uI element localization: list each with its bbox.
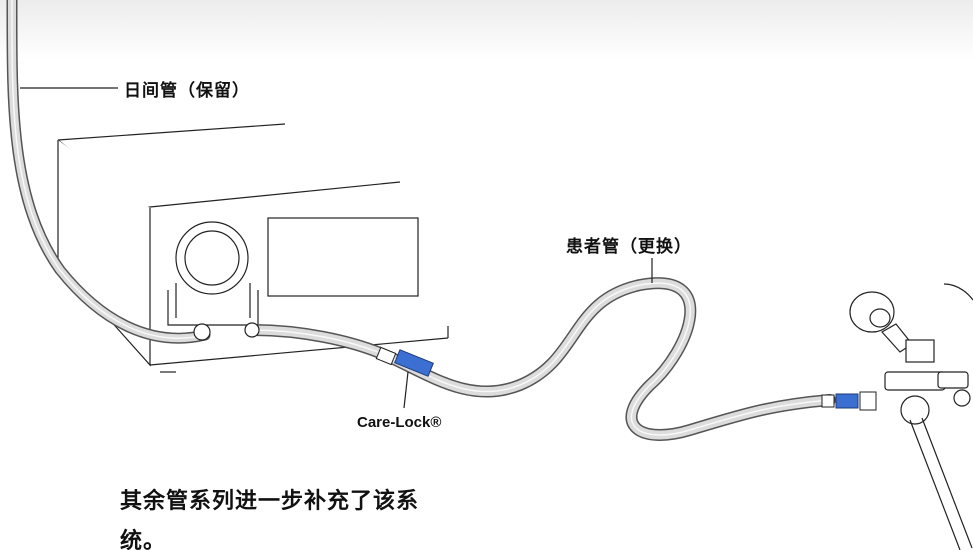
endoscope-valve bbox=[953, 389, 971, 407]
endoscope-eyepiece-inner bbox=[869, 308, 891, 328]
endoscope-side-port bbox=[937, 371, 969, 389]
top-gradient bbox=[0, 0, 973, 60]
pump-unit bbox=[57, 123, 449, 373]
caption-text: 其余管系列进一步补充了该系统。 bbox=[120, 489, 420, 550]
pump-rotor-housing bbox=[167, 290, 259, 326]
pump-rotor-inner bbox=[184, 230, 240, 286]
patient-tubing-fitting bbox=[244, 322, 260, 338]
endoscope bbox=[849, 283, 973, 550]
care-lock-connector bbox=[375, 346, 434, 409]
endoscope-valve-block bbox=[884, 371, 946, 391]
pump-rotor-guides bbox=[175, 283, 251, 318]
pump-top-back-edge bbox=[57, 123, 286, 141]
patient-tubing-label: 患者管（更换） bbox=[566, 237, 692, 257]
pump-top-front-edge bbox=[139, 181, 401, 209]
scope-connector bbox=[821, 391, 877, 411]
endoscope-body bbox=[905, 339, 935, 363]
pump-bottom-edge bbox=[149, 337, 449, 366]
daily-tubing-label: 日间管（保留） bbox=[124, 81, 250, 101]
daily-tubing bbox=[6, 0, 211, 344]
care-lock-label: Care-Lock® bbox=[357, 414, 442, 431]
daily-tubing-fitting bbox=[193, 323, 211, 341]
endoscope-light-post bbox=[943, 283, 973, 301]
endoscope-hub bbox=[900, 395, 930, 425]
endoscope-shaft bbox=[909, 417, 973, 550]
patient-tubing bbox=[246, 277, 836, 441]
pump-display-window bbox=[267, 217, 419, 297]
